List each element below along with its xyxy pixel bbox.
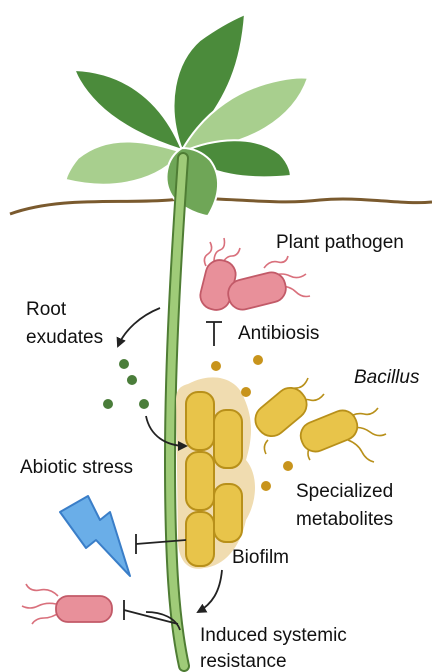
leaf-lower-left: [66, 141, 182, 184]
soil-line: [10, 199, 432, 214]
label-specialized-metabolites-line1: Specialized: [296, 480, 393, 503]
label-induced-systemic-line2: resistance: [200, 650, 287, 672]
lightning-icon: [60, 496, 130, 576]
label-plant-pathogen: Plant pathogen: [276, 231, 404, 254]
biofilm-cell-5: [186, 512, 214, 566]
root-exudates-arrow-1: [118, 308, 160, 346]
biofilm-cell-4: [214, 484, 242, 542]
biofilm-to-isr-arrow: [198, 570, 222, 612]
bottom-pathogen-cell: [56, 596, 112, 622]
bacillus-cell-2: [296, 406, 361, 456]
biofilm-cell-1: [186, 392, 214, 450]
label-specialized-metabolites-line2: metabolites: [296, 508, 393, 531]
root-exudate-dots: [103, 359, 149, 409]
label-biofilm: Biofilm: [232, 546, 289, 569]
label-induced-systemic-line1: Induced systemic: [200, 624, 347, 647]
biofilm-cell-2: [214, 410, 242, 468]
label-antibiosis: Antibiosis: [238, 322, 319, 345]
label-abiotic-stress: Abiotic stress: [20, 456, 133, 479]
label-root-exudates-line1: Root: [26, 298, 66, 321]
leaf-upper-left: [75, 70, 182, 150]
bottom-pathogen-flagella: [22, 584, 60, 624]
label-bacillus: Bacillus: [354, 366, 419, 389]
label-root-exudates-line2: exudates: [26, 326, 103, 349]
biofilm-cell-3: [186, 452, 214, 510]
